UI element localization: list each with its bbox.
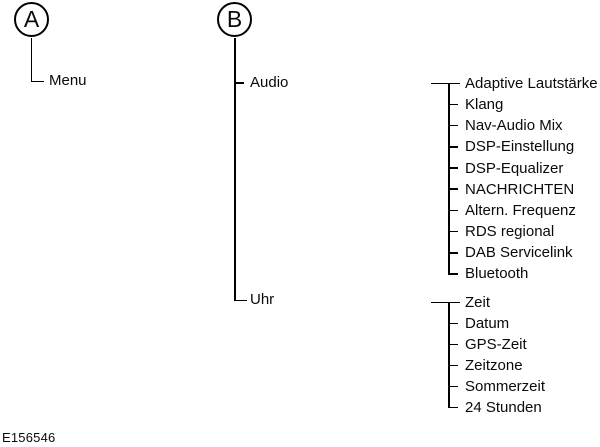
submenu-item: Klang [448,94,598,115]
submenu-item: Adaptive Lautstärke [448,73,598,94]
callout-a-circle: A [14,2,49,37]
branch-label-uhr: Uhr [250,291,275,308]
connector-trunk [448,302,450,408]
submenu-item-label: Zeit [465,294,491,311]
submenu-item: GPS-Zeit [448,334,545,355]
submenu-item: Altern. Frequenz [448,200,598,221]
submenu-item: Zeit [448,292,545,313]
submenu-item: DSP-Equalizer [448,157,598,178]
submenu-item: Nav-Audio Mix [448,115,598,136]
figure-code: E156546 [2,430,56,445]
callout-b-letter: B [226,6,243,32]
submenu-item-label: NACHRICHTEN [465,180,575,198]
submenu-item: Datum [448,313,545,334]
callout-b-circle: B [217,2,252,37]
submenu-item: Bluetooth [448,263,598,284]
branch-label-menu: Menu [49,72,87,89]
submenu-item-label: Sommerzeit [465,378,546,395]
branch-label-audio: Audio [250,74,289,91]
connector-bar [431,301,460,304]
submenu-item: Zeitzone [448,355,545,376]
submenu-item-label: 24 Stunden [465,399,542,416]
submenu-item-label: Bluetooth [465,265,529,283]
connector-bar [431,82,460,85]
connector-audio-tick [234,82,244,84]
submenu-item: DAB Servicelink [448,242,598,263]
submenu-item-label: Nav-Audio Mix [465,117,563,135]
submenu-item: DSP-Einstellung [448,136,598,157]
callout-a-letter: A [23,6,40,32]
submenu-item-label: Zeitzone [465,357,523,374]
submenu-item: NACHRICHTEN [448,179,598,200]
submenu-item-label: Datum [465,315,510,332]
submenu-item-label: Klang [465,95,504,113]
submenu-item-label: DSP-Equalizer [465,159,564,177]
submenu-item-label: DSP-Einstellung [465,138,575,156]
submenu-item-label: Altern. Frequenz [465,201,576,219]
submenu-item-label: DAB Servicelink [465,244,573,262]
connector-trunk [448,83,450,275]
submenu-item-label: Adaptive Lautstärke [465,74,598,92]
submenu-item: RDS regional [448,221,598,242]
submenu-item-label: GPS-Zeit [465,336,527,353]
connector-b-trunk [234,38,236,301]
submenu-item: 24 Stunden [448,397,545,418]
connector-uhr-tick [234,299,247,301]
submenu-item-label: RDS regional [465,223,555,241]
submenu-item: Sommerzeit [448,376,545,397]
connector-a-corner [31,38,44,82]
